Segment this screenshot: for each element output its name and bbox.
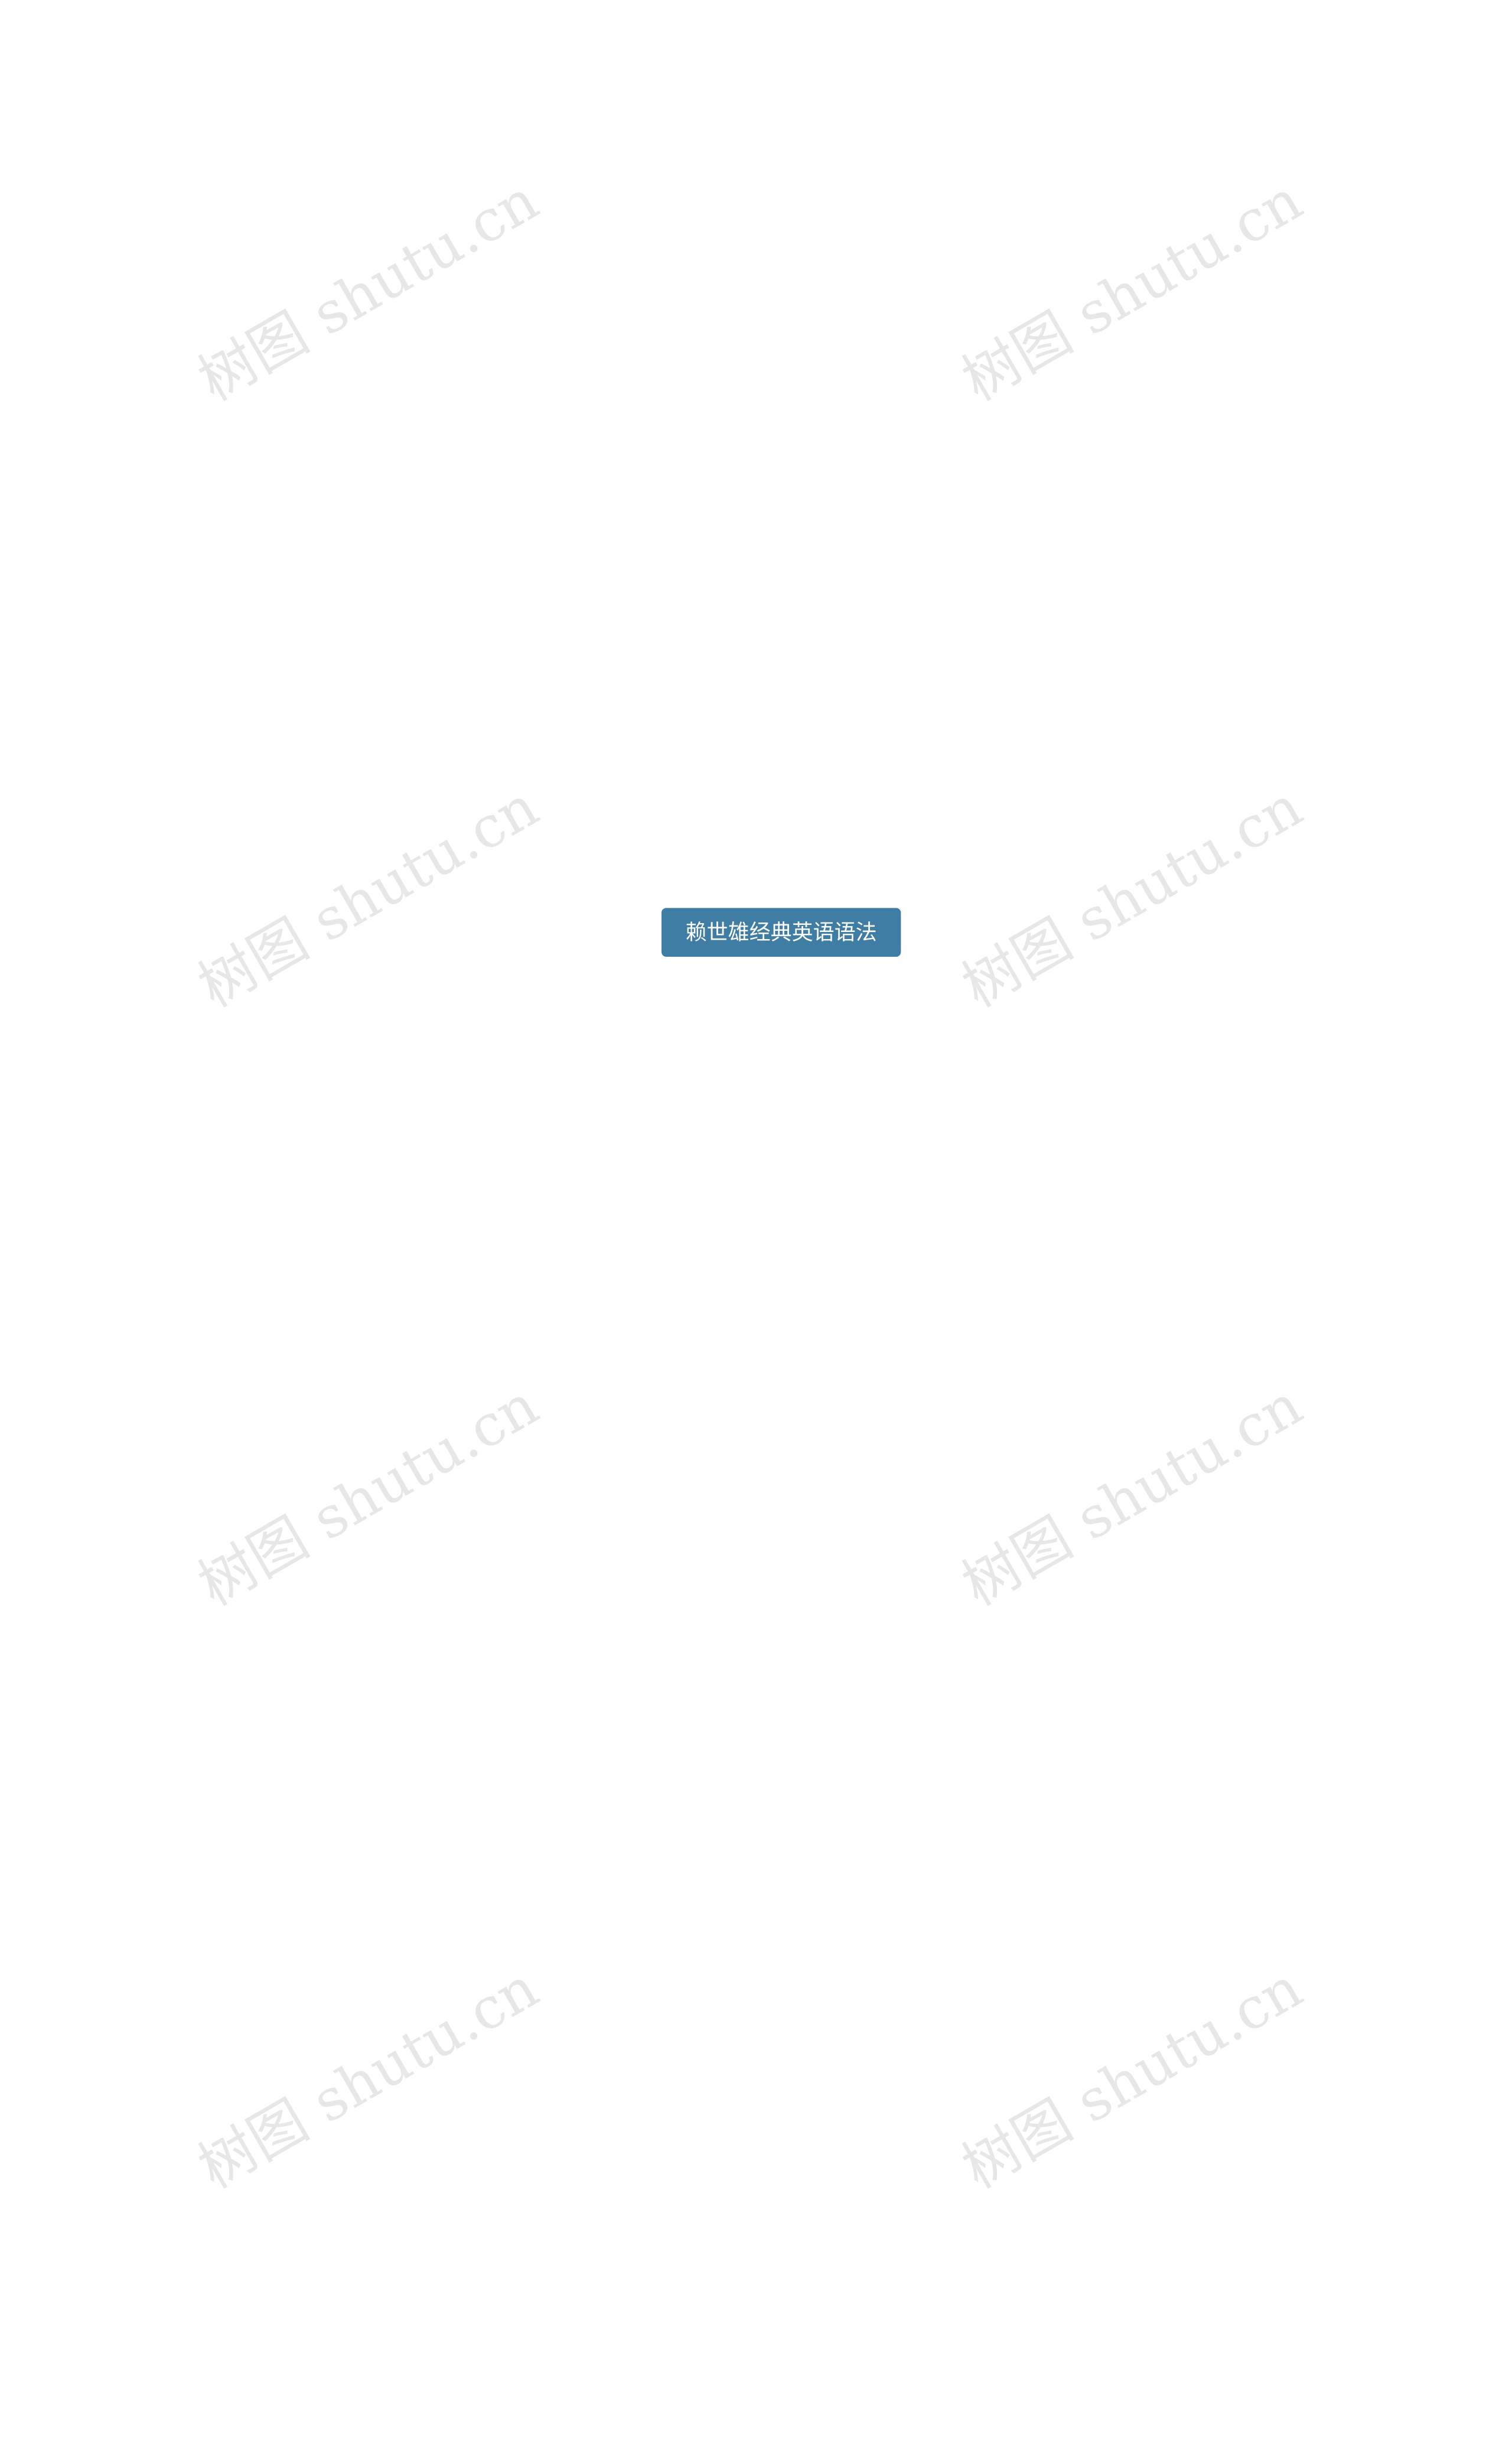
watermark-text: 树图 shutu.cn xyxy=(951,167,1313,413)
topic-nodes: 赖世雄经典英语语法 xyxy=(662,908,901,957)
root-topic-box xyxy=(662,908,901,957)
watermark-text: 树图 shutu.cn xyxy=(188,1371,549,1618)
watermark-layer: 树图 shutu.cn 树图 shutu.cn 树图 shutu.cn 树图 shut… xyxy=(188,167,1313,2201)
root-topic-title: 赖世雄经典英语语法 xyxy=(686,921,877,945)
watermark-text: 树图 shutu.cn xyxy=(951,1371,1313,1618)
watermark-text: 树图 shutu.cn xyxy=(188,773,549,1020)
watermark-text: 树图 shutu.cn xyxy=(951,1954,1313,2201)
watermark-text: 树图 shutu.cn xyxy=(951,773,1313,1020)
watermark-text: 树图 shutu.cn xyxy=(188,1954,549,2201)
watermark-text: 树图 shutu.cn xyxy=(188,167,549,413)
